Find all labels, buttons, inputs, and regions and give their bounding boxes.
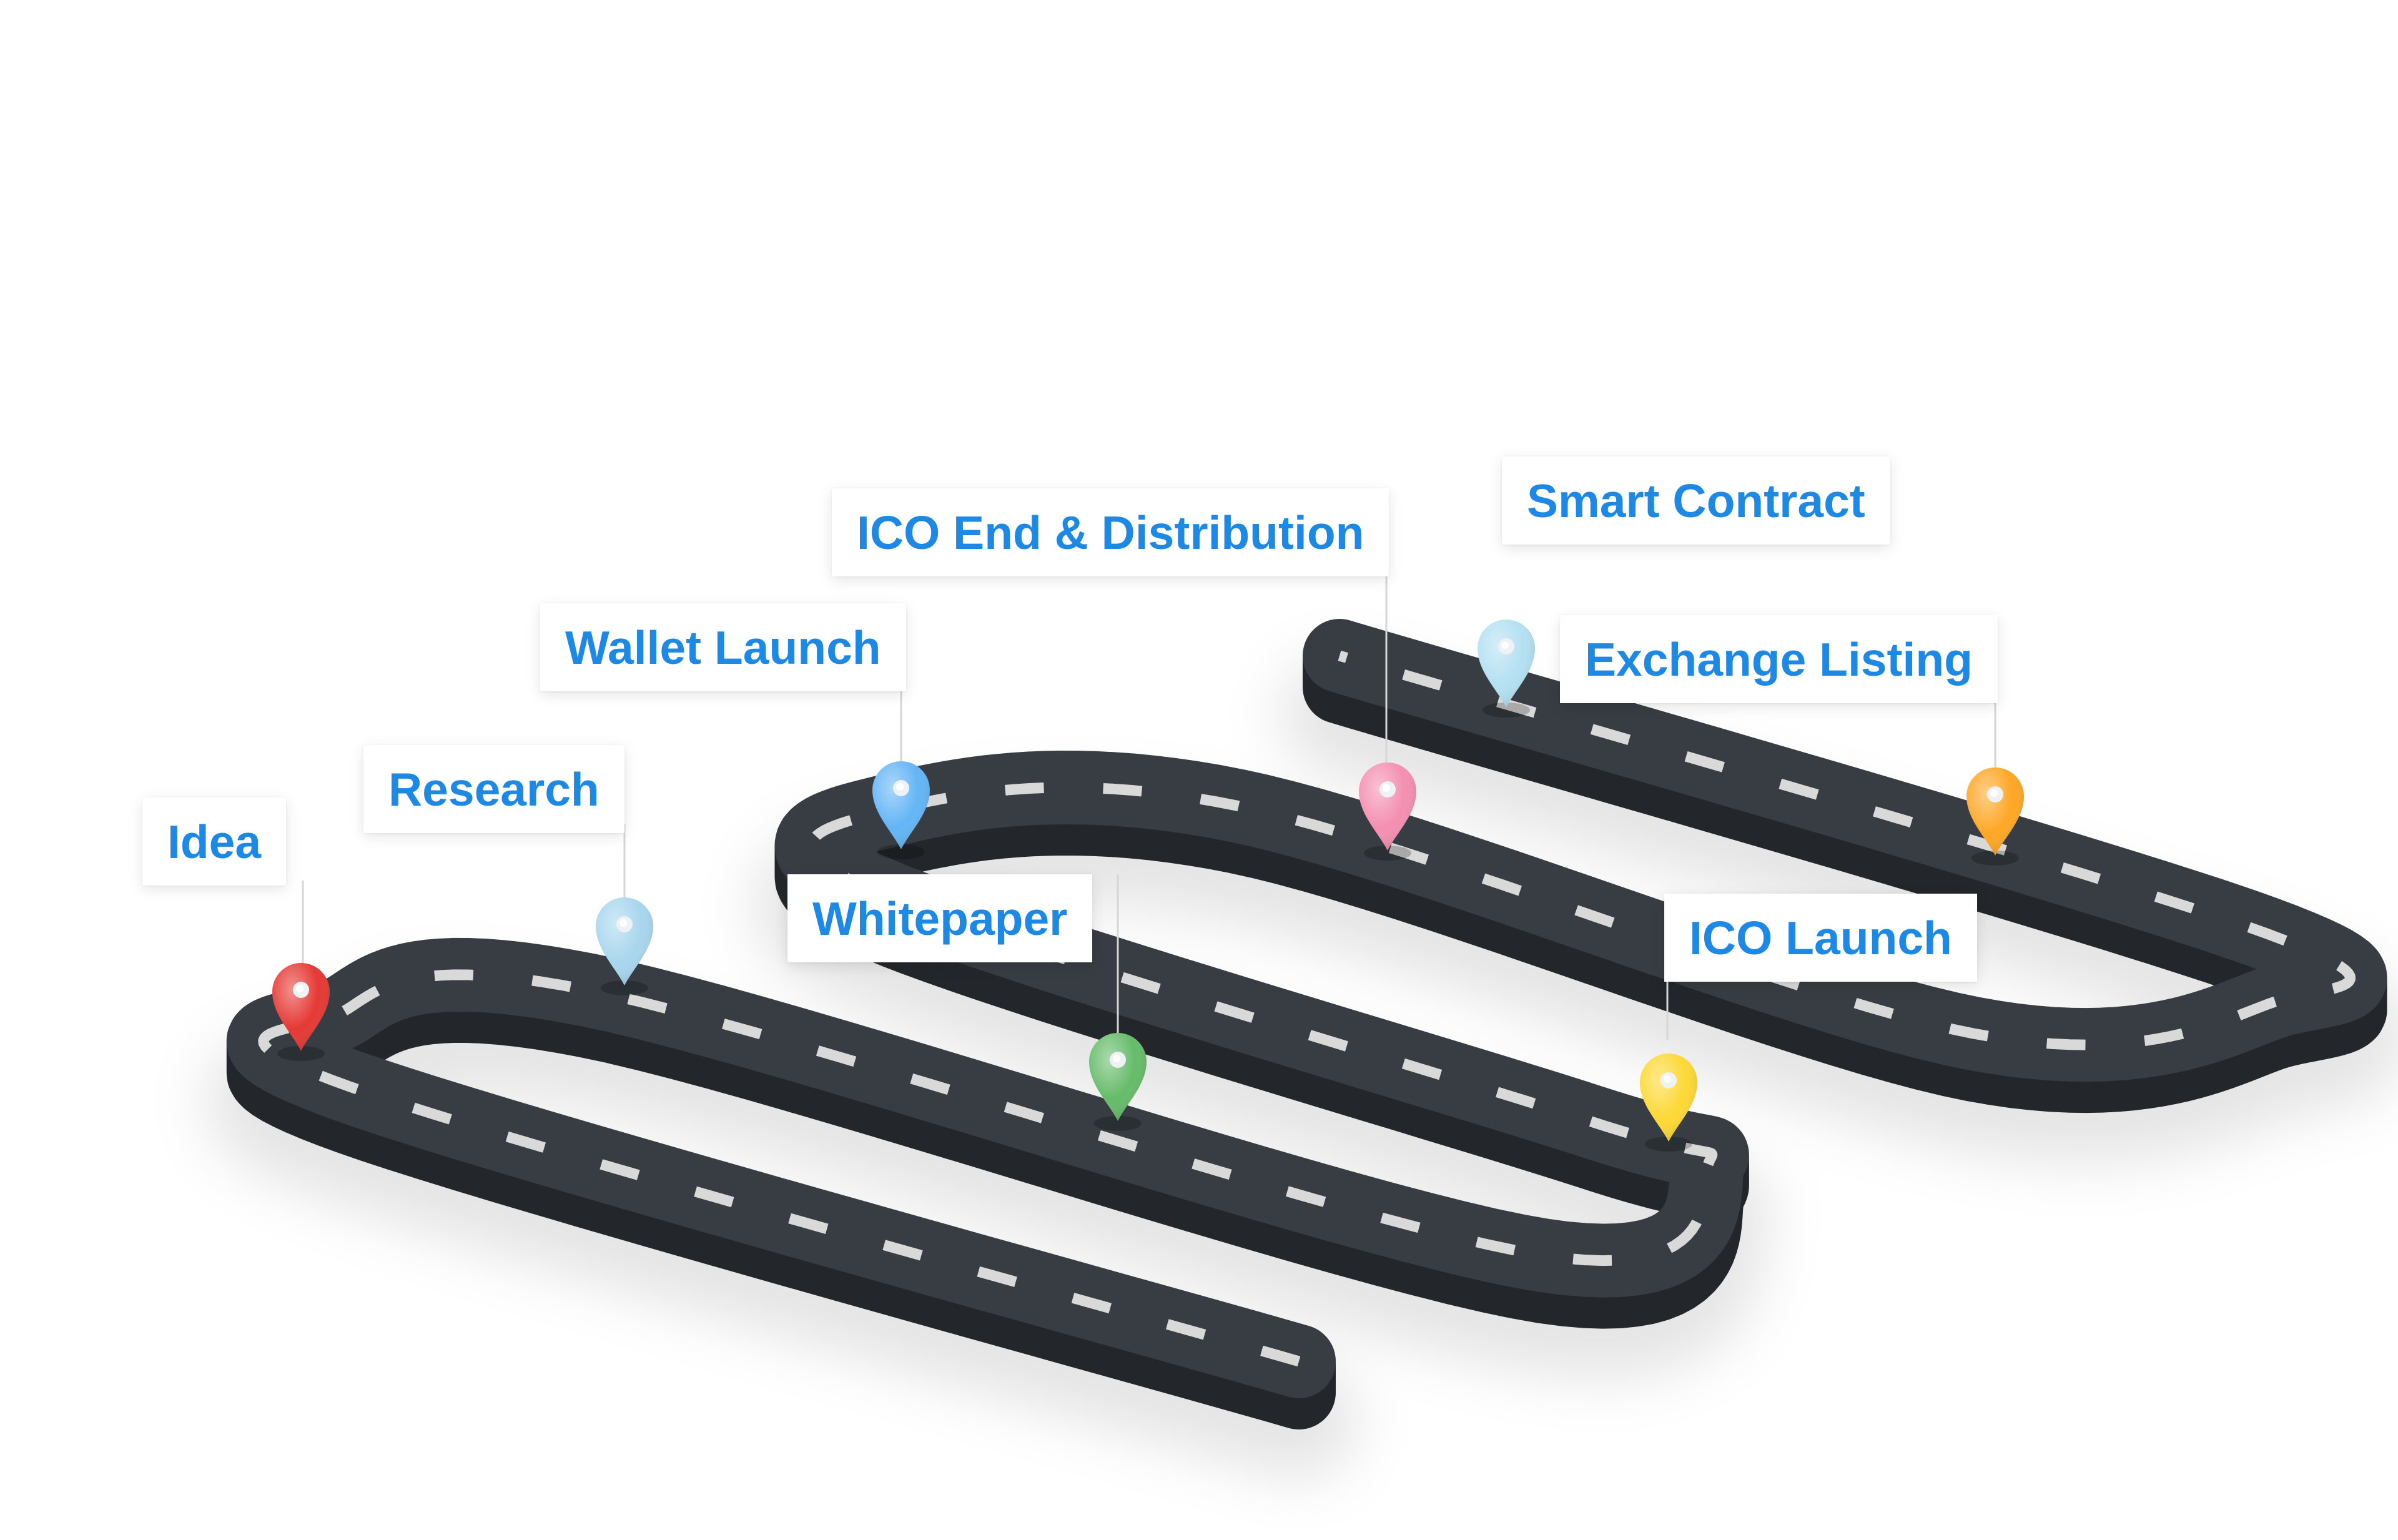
label-text: Whitepaper [812, 892, 1068, 945]
label-text: Exchange Listing [1585, 633, 1973, 686]
pin-smart-contract [1478, 619, 1535, 718]
pin-exchange-listing [1966, 768, 2024, 866]
label-text: Idea [167, 816, 262, 868]
label-text: Wallet Launch [565, 621, 881, 674]
label-text: Research [388, 763, 600, 816]
label-ico-launch: ICO Launch [1664, 894, 1977, 982]
label-whitepaper: Whitepaper [787, 874, 1093, 962]
label-text: ICO End & Distribution [857, 506, 1364, 559]
label-ico-end-distribution: ICO End & Distribution [832, 488, 1389, 576]
pin-wallet-launch [872, 761, 930, 859]
label-smart-contract: Smart Contract [1502, 457, 1890, 545]
milestone-pins [272, 619, 2024, 1152]
lane-dashes [258, 650, 2356, 1367]
pin-ico-end-distribution [1359, 763, 1416, 861]
pin-research [596, 897, 653, 995]
pin-ico-launch [1640, 1054, 1697, 1152]
label-text: Smart Contract [1527, 475, 1865, 527]
lane-markings [258, 650, 2356, 1367]
label-exchange-listing: Exchange Listing [1560, 615, 1998, 703]
label-research: Research [363, 745, 624, 833]
label-idea: Idea [142, 797, 287, 886]
label-text: ICO Launch [1689, 912, 1952, 964]
pin-idea [272, 963, 330, 1061]
label-wallet-launch: Wallet Launch [540, 603, 906, 691]
pin-whitepaper [1089, 1033, 1147, 1131]
